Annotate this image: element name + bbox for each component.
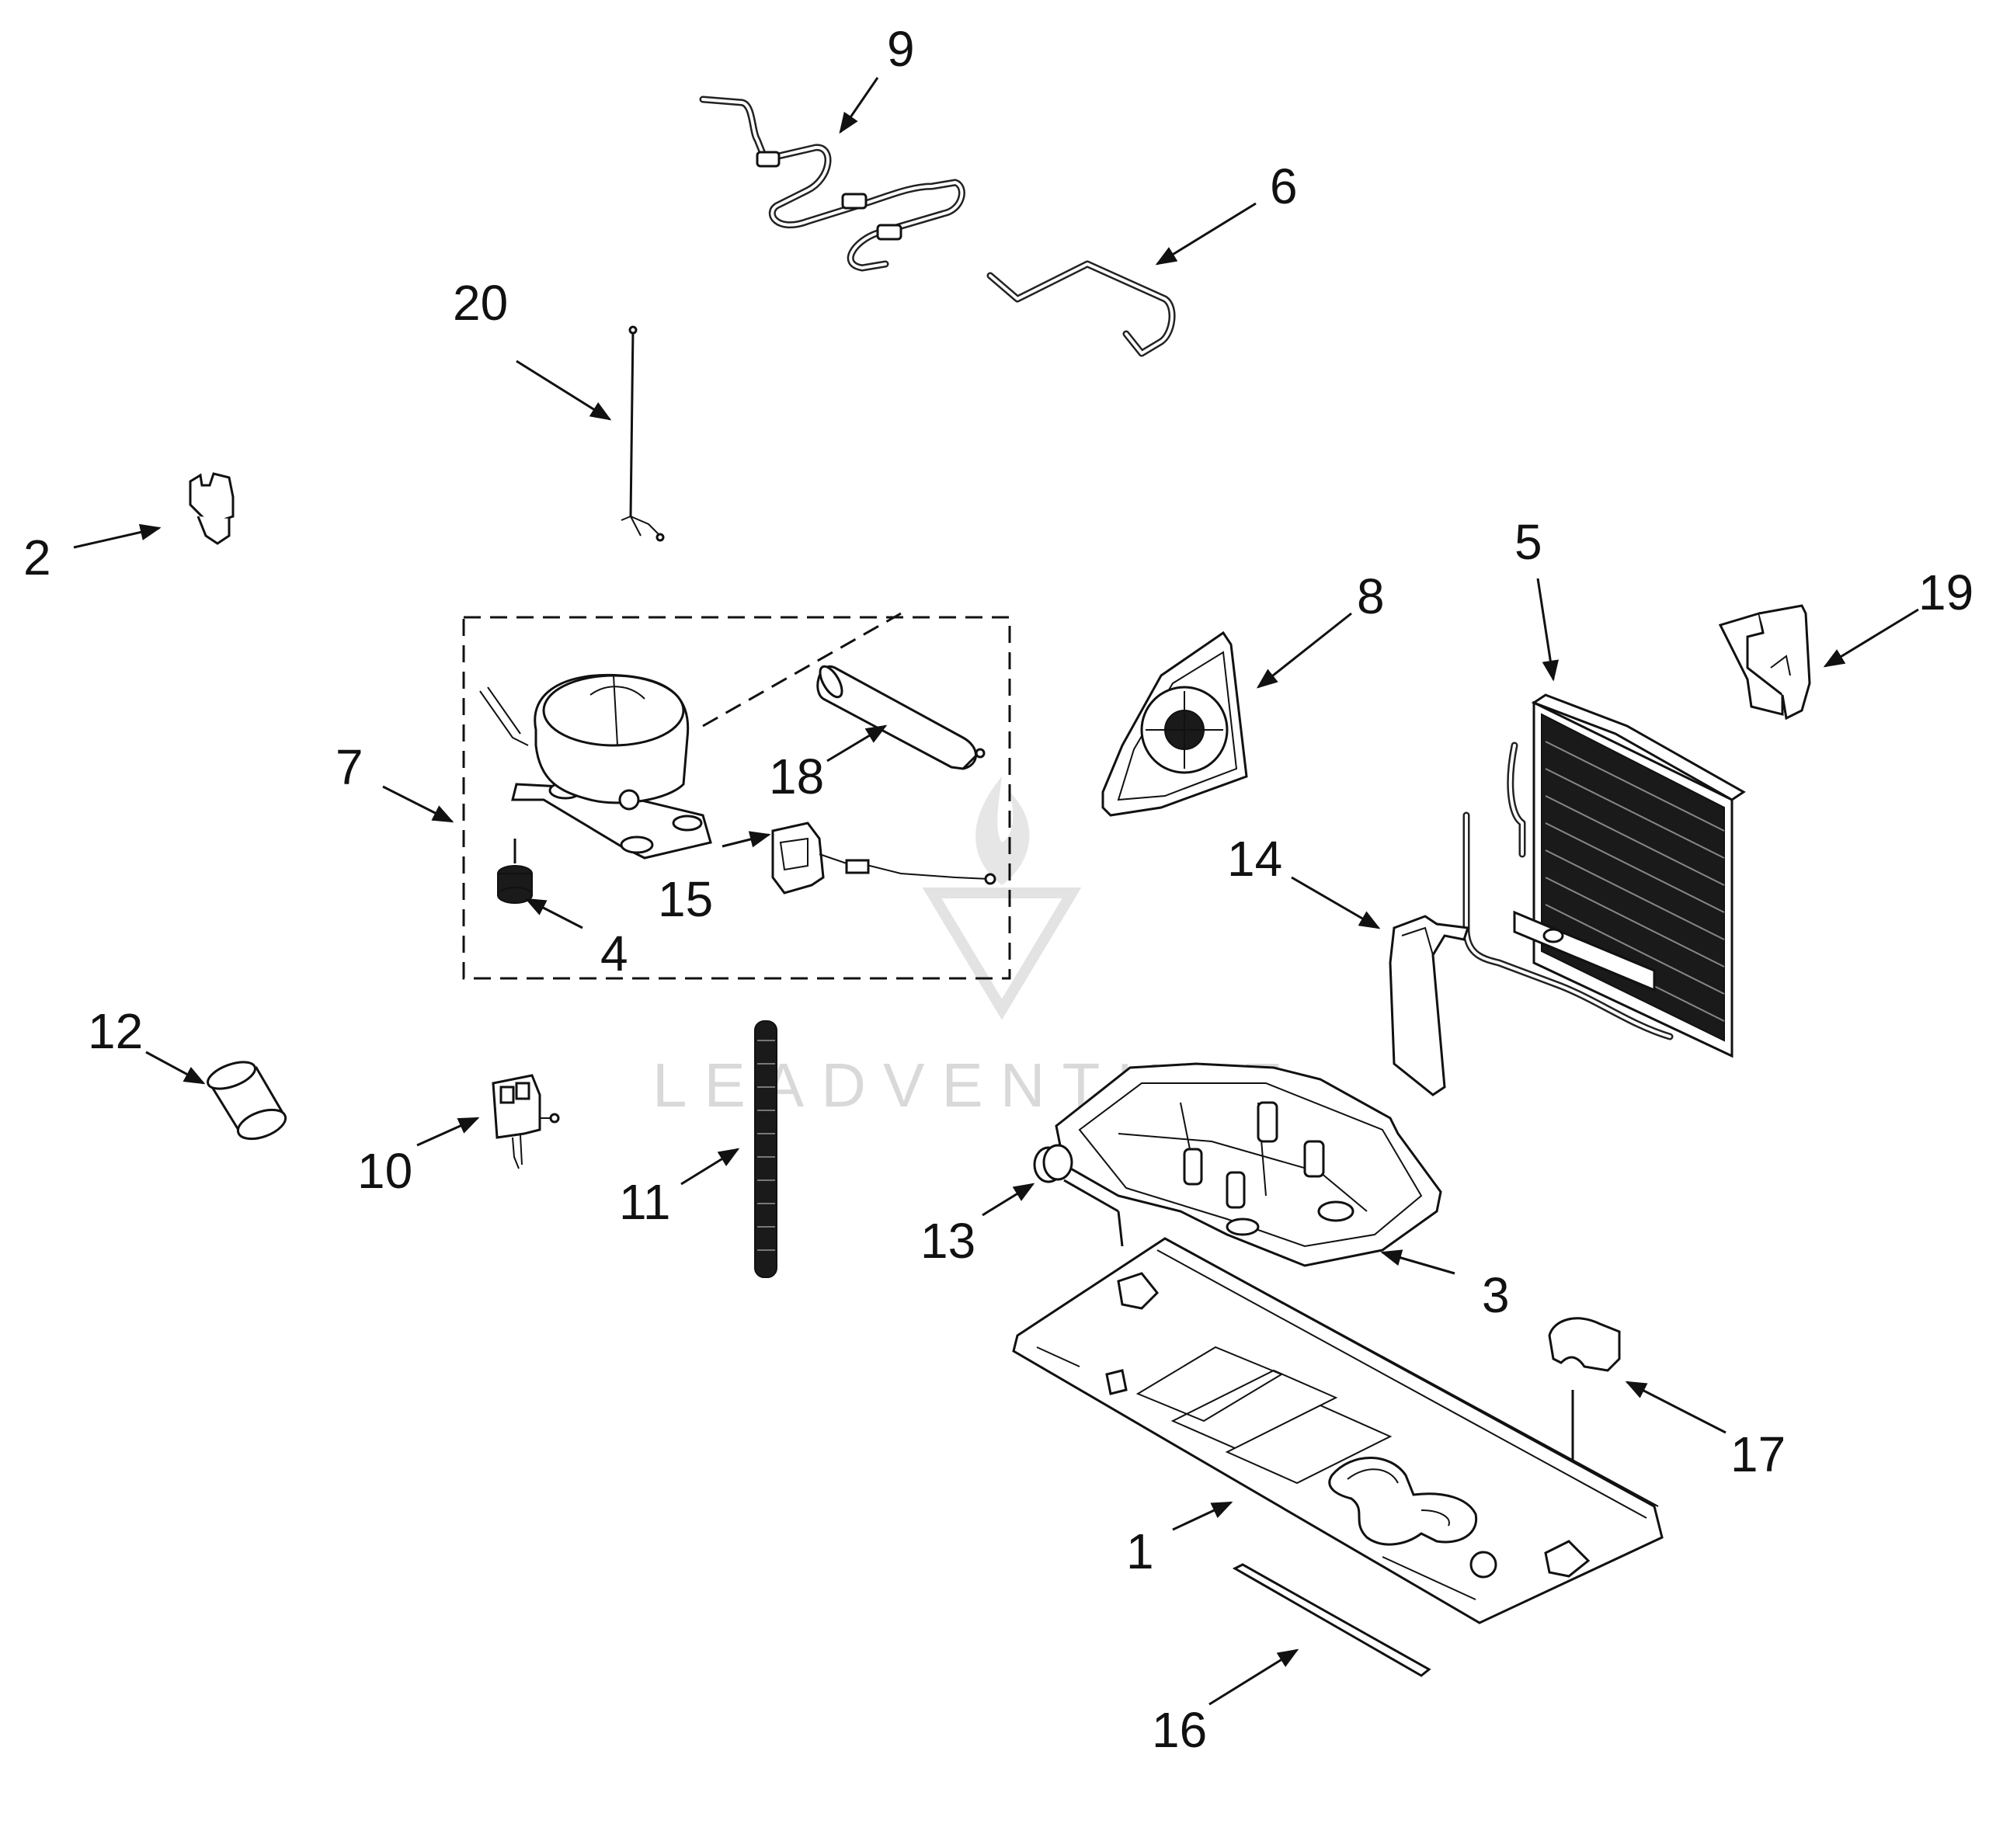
callout-10: 10 (357, 1143, 412, 1199)
callout-7: 7 (336, 739, 363, 795)
part-12-sleeve[interactable] (204, 1057, 289, 1145)
part-3-tray[interactable] (1055, 1062, 1442, 1267)
part-6-tube[interactable] (986, 260, 1176, 357)
callout-9: 9 (887, 21, 915, 77)
part-5-condenser[interactable] (1462, 693, 1746, 1058)
part-14-air-duct[interactable] (1389, 915, 1470, 1096)
part-9-tubing[interactable] (699, 96, 965, 272)
part-18-drier[interactable] (815, 663, 986, 770)
callout-2: 2 (23, 530, 51, 585)
part-15-start-relay[interactable] (771, 822, 996, 894)
part-20-wire-harness[interactable] (621, 325, 665, 542)
callout-3: 3 (1482, 1267, 1510, 1323)
callout-6: 6 (1270, 158, 1298, 214)
part-13-grommet[interactable] (1033, 1144, 1124, 1247)
callout-19: 19 (1918, 564, 1973, 620)
callout-4: 4 (600, 926, 628, 981)
callout-arrows (73, 77, 1919, 1706)
watermark-v-logo-icon (922, 888, 1082, 1020)
callout-5: 5 (1514, 514, 1542, 570)
part-16-strip[interactable] (1232, 1563, 1431, 1677)
part-17-cover[interactable] (1548, 1317, 1621, 1460)
part-7-compressor-assembly-box (462, 612, 1011, 980)
part-1-base-plate[interactable] (1012, 1237, 1664, 1624)
part-10-relay[interactable] (492, 1074, 560, 1169)
part-8-condenser-fan-shroud[interactable] (1101, 630, 1248, 817)
callout-8: 8 (1357, 568, 1385, 624)
callout-13: 13 (920, 1213, 975, 1269)
callout-15: 15 (658, 871, 713, 927)
part-11-insulation-tube[interactable] (754, 1020, 777, 1278)
compressor[interactable] (479, 673, 712, 860)
callout-1: 1 (1126, 1523, 1154, 1579)
callout-14: 14 (1227, 831, 1282, 887)
callout-17: 17 (1730, 1426, 1786, 1482)
part-19-bracket[interactable] (1718, 604, 1811, 721)
callout-labels: 9 6 20 2 8 5 19 7 18 15 4 14 12 10 11 13… (23, 21, 1973, 1758)
callout-11: 11 (619, 1174, 670, 1230)
callout-12: 12 (88, 1003, 143, 1059)
part-2-clip[interactable] (189, 472, 235, 545)
callout-20: 20 (453, 275, 508, 331)
part-4-grommet[interactable] (497, 839, 533, 904)
watermark-flame-icon (975, 776, 1030, 885)
callout-16: 16 (1152, 1702, 1207, 1758)
callout-18: 18 (769, 749, 824, 804)
